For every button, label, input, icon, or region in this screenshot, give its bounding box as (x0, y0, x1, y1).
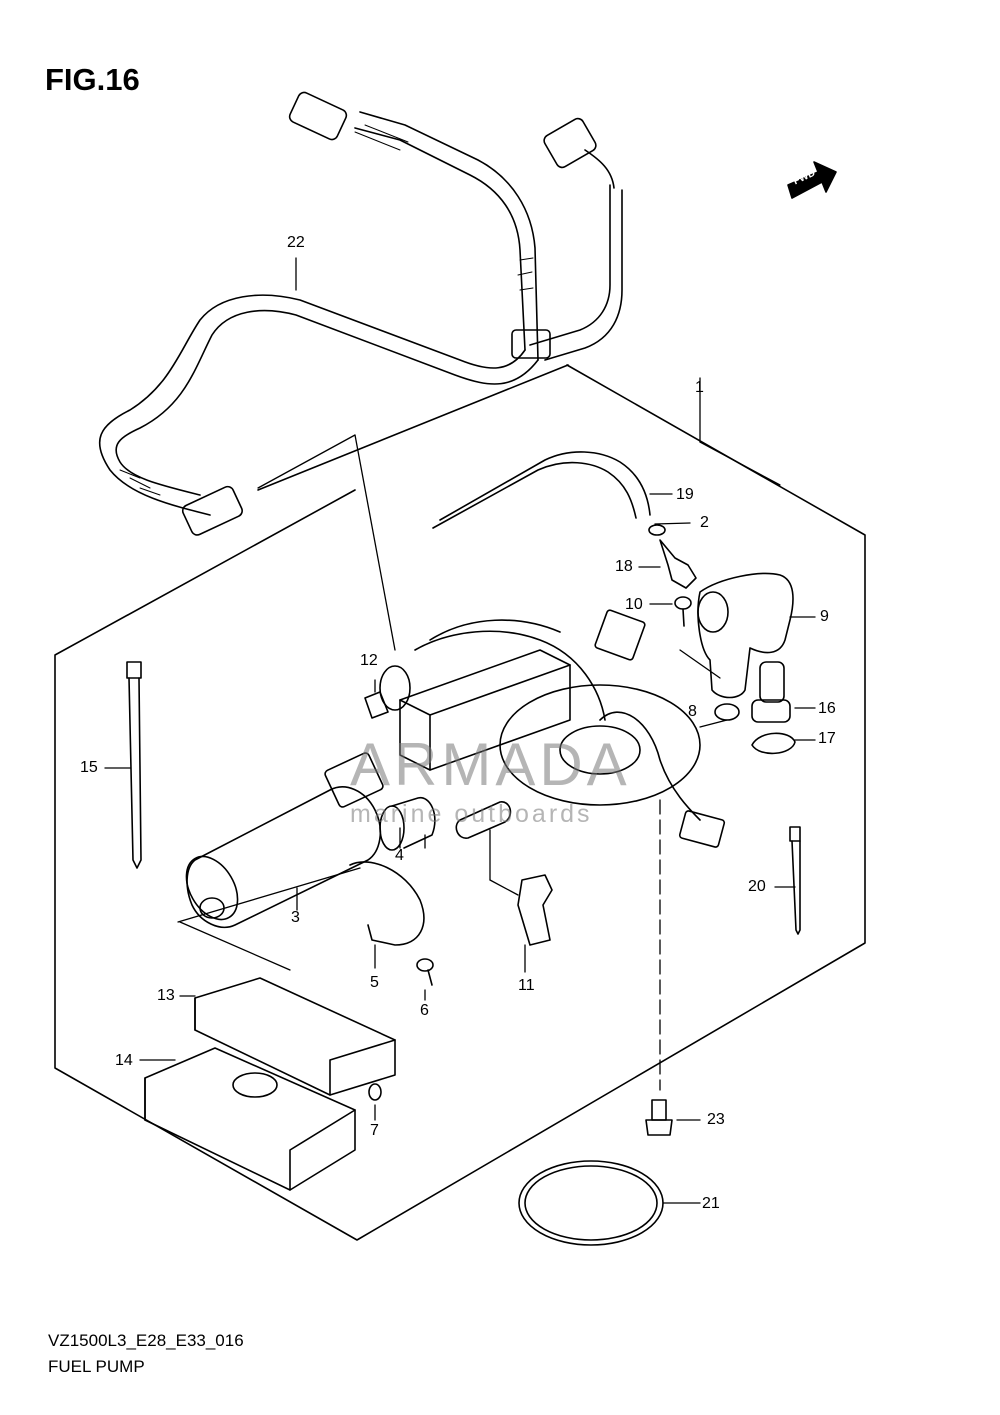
assembly-outline-gap (257, 364, 569, 491)
sleeve-part (455, 801, 512, 839)
filter-13 (194, 977, 396, 1096)
clip-2 (648, 524, 666, 536)
callout-22: 22 (287, 234, 305, 251)
callout-8: 8 (688, 703, 697, 720)
callout-16: 16 (818, 700, 836, 717)
callout-21: 21 (702, 1195, 720, 1212)
assembly-outline (54, 364, 866, 1241)
callout-1: 1 (695, 379, 704, 396)
bracket-11 (517, 874, 553, 946)
callout-6: 6 (420, 1002, 429, 1019)
screw-6 (416, 958, 434, 986)
callout-23: 23 (707, 1111, 725, 1128)
cable-tie-20 (789, 826, 801, 935)
callout-2: 2 (700, 514, 709, 531)
housing-9 (697, 572, 794, 699)
callout-3: 3 (291, 909, 300, 926)
diagram-name: FUEL PUMP (48, 1357, 145, 1376)
callout-7: 7 (370, 1122, 379, 1139)
callout-10: 10 (625, 596, 643, 613)
clip-17 (751, 732, 796, 755)
callout-18: 18 (615, 558, 633, 575)
band-5 (349, 861, 425, 946)
washer-7 (368, 1083, 382, 1101)
fitting-18 (659, 539, 697, 589)
diagram-code: VZ1500L3_E28_E33_016 (48, 1331, 244, 1350)
callout-13: 13 (157, 987, 175, 1004)
gasket-21 (518, 1160, 664, 1246)
fwd-arrow (787, 161, 837, 199)
fuel-pump-3 (185, 752, 384, 929)
watermark-tagline: marine outboards (350, 800, 593, 828)
regulator-16 (751, 661, 791, 723)
pump-plate (379, 609, 726, 848)
filter-4 (379, 797, 436, 851)
callout-19: 19 (676, 486, 694, 503)
callout-11: 11 (518, 977, 535, 994)
callout-9: 9 (820, 608, 829, 625)
bolt-10 (674, 596, 692, 627)
callout-4: 4 (395, 847, 404, 864)
callout-20: 20 (748, 878, 766, 895)
watermark-brand: ARMADA (350, 731, 631, 798)
callout-14: 14 (115, 1052, 133, 1069)
fuel-hose-22 (98, 91, 623, 536)
callout-12: 12 (360, 652, 378, 669)
cable-tie-15 (126, 661, 142, 869)
figure-title: FIG.16 (45, 62, 140, 97)
cover-14 (144, 1047, 356, 1191)
bolt-23 (645, 1099, 673, 1136)
callout-5: 5 (370, 974, 379, 991)
callout-15: 15 (80, 759, 98, 776)
connector-12 (364, 691, 389, 719)
callout-17: 17 (818, 730, 836, 747)
oring-8 (714, 703, 740, 721)
hose-19 (432, 451, 651, 529)
